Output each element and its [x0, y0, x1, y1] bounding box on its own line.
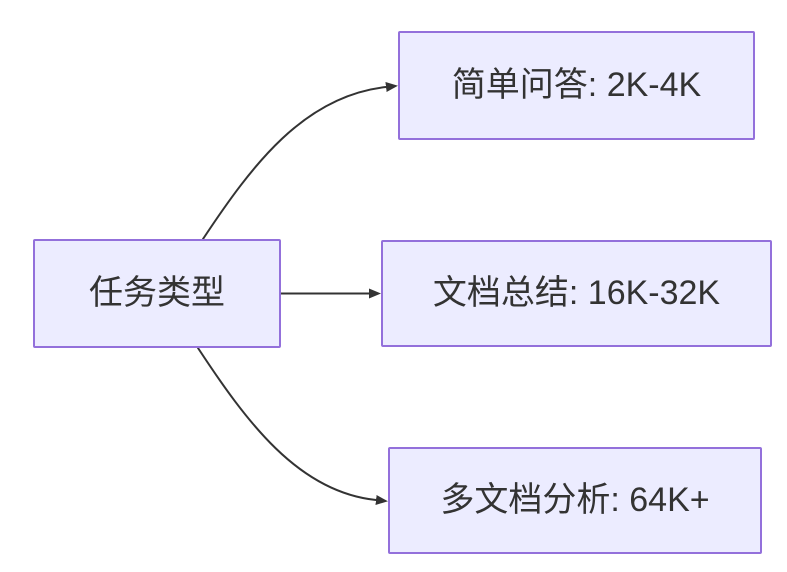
node-task-type-label: 任务类型	[89, 274, 225, 313]
node-multi-doc-analysis-label: 多文档分析: 64K+	[440, 481, 710, 520]
node-task-type: 任务类型	[33, 239, 281, 348]
node-doc-summary-label: 文档总结: 16K-32K	[432, 274, 721, 313]
node-simple-qa-label: 简单问答: 2K-4K	[451, 66, 702, 105]
node-multi-doc-analysis: 多文档分析: 64K+	[388, 447, 762, 554]
node-simple-qa: 简单问答: 2K-4K	[398, 31, 755, 140]
node-doc-summary: 文档总结: 16K-32K	[381, 240, 772, 347]
edge-task-type-to-multi-doc-analysis	[197, 347, 388, 505]
edge-task-type-to-simple-qa	[202, 82, 398, 240]
